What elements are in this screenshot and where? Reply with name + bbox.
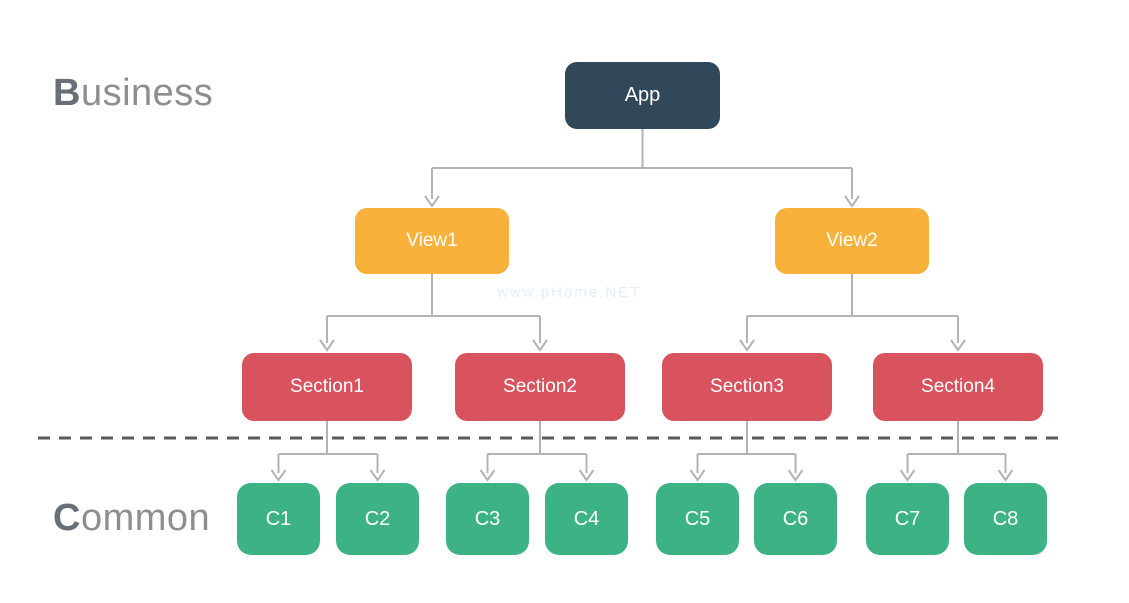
common-label-rest: ommon — [80, 497, 211, 539]
node-c1: C1 — [237, 483, 320, 555]
node-view2: View2 — [775, 208, 929, 274]
edge-section1-components — [270, 421, 386, 482]
node-section3: Section3 — [662, 353, 832, 421]
node-section4: Section4 — [873, 353, 1043, 421]
edge-view2-sections — [739, 274, 966, 352]
node-c3: C3 — [446, 483, 529, 555]
node-view1: View1 — [355, 208, 509, 274]
node-c5: C5 — [656, 483, 739, 555]
node-c2: C2 — [336, 483, 419, 555]
edge-section2-components — [479, 421, 595, 482]
node-app: App — [565, 62, 720, 129]
edge-app-views — [424, 129, 860, 208]
edge-section3-components — [689, 421, 804, 482]
node-c7: C7 — [866, 483, 949, 555]
watermark-text: www.pHome.NET — [497, 284, 642, 301]
business-label-initial: B — [53, 72, 81, 114]
node-c6: C6 — [754, 483, 837, 555]
edge-section4-components — [899, 421, 1014, 482]
node-section1: Section1 — [242, 353, 412, 421]
common-layer-label: Common — [53, 497, 210, 540]
common-label-initial: C — [53, 497, 81, 539]
node-section2: Section2 — [455, 353, 625, 421]
business-label-rest: usiness — [80, 72, 214, 114]
node-c4: C4 — [545, 483, 628, 555]
node-c8: C8 — [964, 483, 1047, 555]
business-layer-label: Business — [53, 72, 213, 115]
